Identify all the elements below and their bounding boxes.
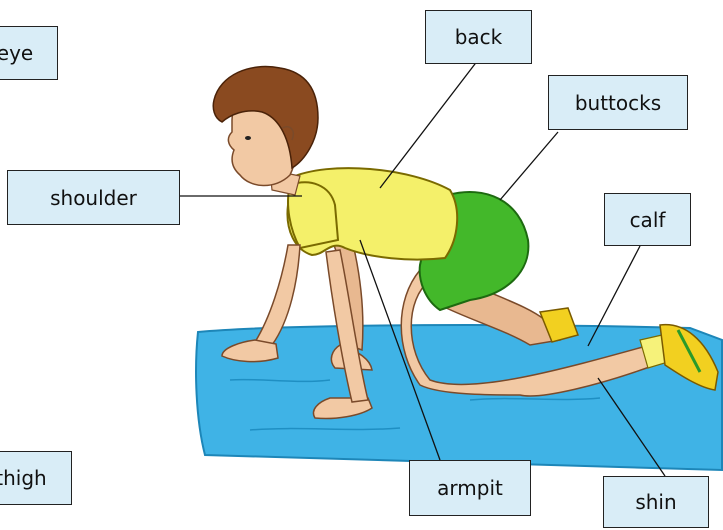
eye-dot (245, 136, 251, 140)
label-back: back (425, 10, 532, 64)
label-shoulder: shoulder (7, 170, 180, 225)
label-armpit: armpit (409, 460, 531, 516)
label-shin: shin (603, 476, 709, 528)
label-buttocks: buttocks (548, 75, 688, 130)
buttocks-leader (500, 132, 558, 200)
label-thigh: thigh (0, 451, 72, 505)
label-eye: eye (0, 26, 58, 80)
back-leader (380, 60, 478, 188)
label-calf: calf (604, 193, 691, 246)
